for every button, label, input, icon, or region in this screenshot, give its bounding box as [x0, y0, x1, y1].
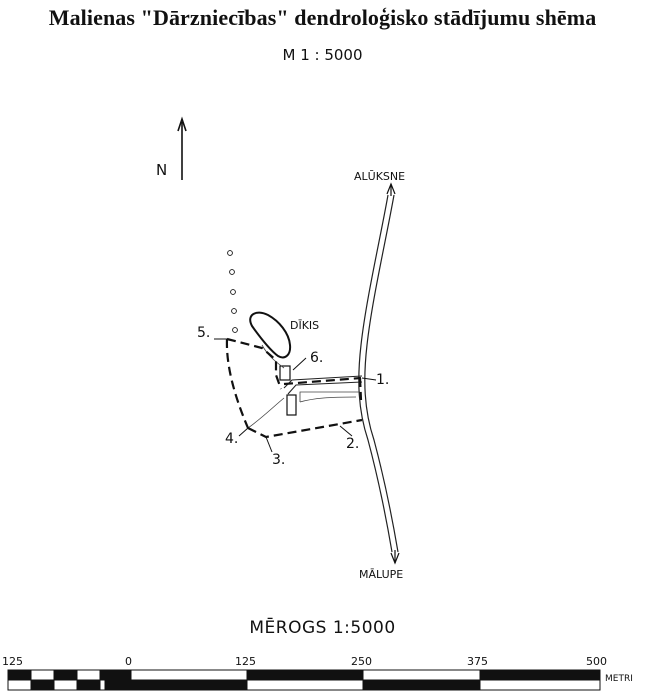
pond-label: DĪKIS [290, 319, 320, 332]
scale-bar-caption: MĒROGS 1:5000 [249, 618, 396, 638]
point-label: 1. [376, 372, 390, 388]
road-south-arrow-icon [390, 550, 400, 565]
map-title: Malienas "Dārzniecības" dendroloģisko st… [48, 5, 597, 30]
north-label: N [156, 161, 168, 179]
road-label-south: MĀLUPE [359, 568, 404, 581]
tree-row [227, 250, 238, 333]
scale-tick-label: 375 [467, 655, 488, 668]
road-label-north: ALŪKSNE [354, 170, 406, 183]
scale-tick-label: 125 [2, 655, 23, 668]
interior-contours [247, 344, 360, 429]
scale-ratio-label: M 1 : 5000 [282, 46, 363, 64]
scale-unit-label: METRI [605, 674, 633, 684]
point-label: 4. [225, 431, 239, 447]
north-arrow-icon [177, 116, 187, 180]
scale-tick-label: 500 [586, 655, 607, 668]
plantation-boundary [225, 337, 363, 439]
point-label: 6. [310, 350, 324, 366]
point-label: 2. [346, 436, 360, 452]
scale-tick-label: 125 [235, 655, 256, 668]
building [286, 394, 297, 416]
building [279, 365, 291, 381]
point-leaders [214, 338, 377, 453]
scale-bar [7, 669, 601, 691]
scale-tick-label: 0 [125, 655, 132, 668]
access-road [283, 375, 363, 395]
pond [249, 311, 292, 359]
point-label: 3. [272, 452, 286, 468]
scale-tick-label: 250 [351, 655, 372, 668]
road [358, 194, 399, 553]
road-north-arrow-icon [386, 182, 396, 196]
point-label: 5. [197, 325, 211, 341]
